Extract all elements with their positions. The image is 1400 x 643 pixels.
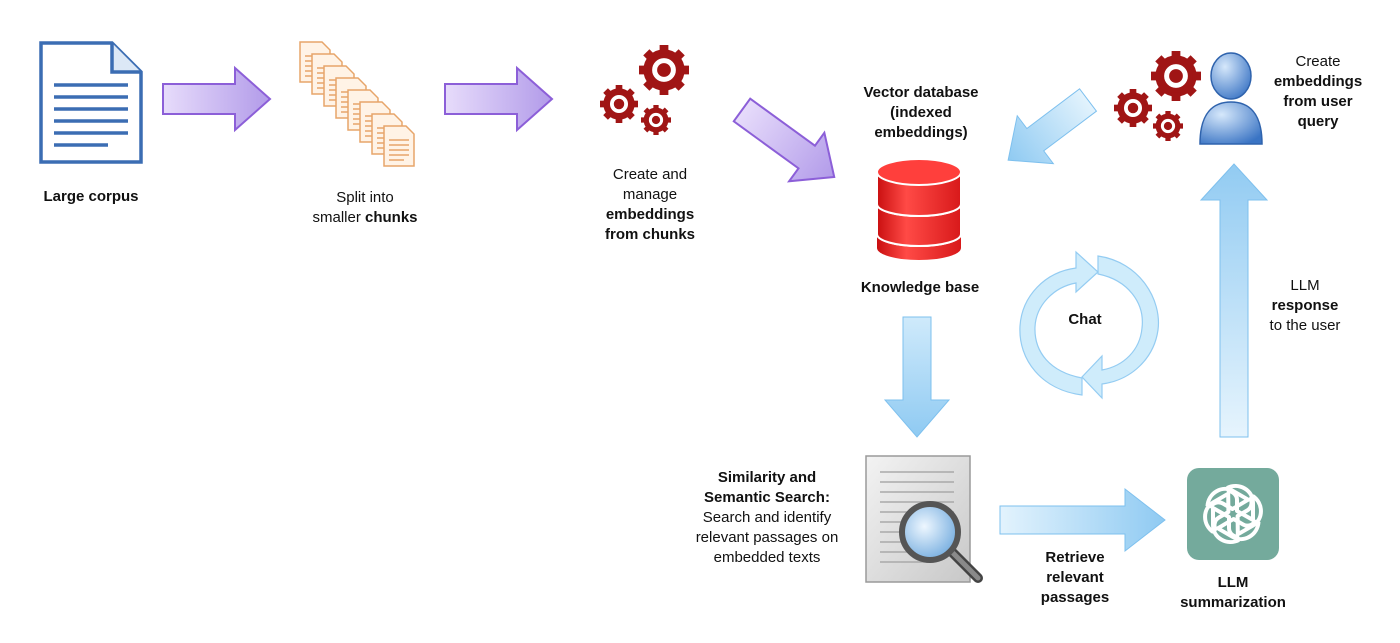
vector-db-label: Vector database (indexed embeddings) xyxy=(863,84,979,141)
document-icon xyxy=(39,41,143,164)
arrow-corpus-to-chunks xyxy=(162,65,272,133)
chat-cycle-icon xyxy=(1019,250,1160,400)
retrieve-label: Retrieve relevant passages xyxy=(1040,549,1110,606)
user-icon xyxy=(1199,52,1263,145)
database-icon xyxy=(876,158,962,260)
arrow-embeddings-to-db xyxy=(732,97,836,183)
gears-icon xyxy=(598,44,690,136)
arrow-chunks-to-embeddings xyxy=(444,65,554,133)
knowledge-base-label: Knowledge base xyxy=(860,279,980,296)
arrow-db-to-search xyxy=(883,316,951,438)
openai-logo-icon xyxy=(1187,468,1279,560)
summarization-label: LLM summarization xyxy=(1180,574,1286,611)
corpus-label: Large corpus xyxy=(43,188,139,205)
gears-icon-query xyxy=(1112,50,1204,142)
stacked-pages-icon xyxy=(299,41,415,167)
arrow-search-to-llm xyxy=(999,487,1166,553)
arrow-llm-to-user xyxy=(1199,163,1269,438)
user-query-label: Create embeddings from user query xyxy=(1273,53,1363,130)
arrow-query-to-db xyxy=(1007,88,1098,165)
magnifier-document-icon xyxy=(865,455,983,583)
chat-label: Chat xyxy=(1068,311,1102,328)
split-label: Split into smaller chunks xyxy=(312,189,418,226)
create-embeddings-label: Create and manage embeddings from chunks xyxy=(604,166,695,243)
llm-response-label: LLM response to the user xyxy=(1269,277,1341,334)
search-label: Similarity and Semantic Search: Search a… xyxy=(695,469,839,566)
